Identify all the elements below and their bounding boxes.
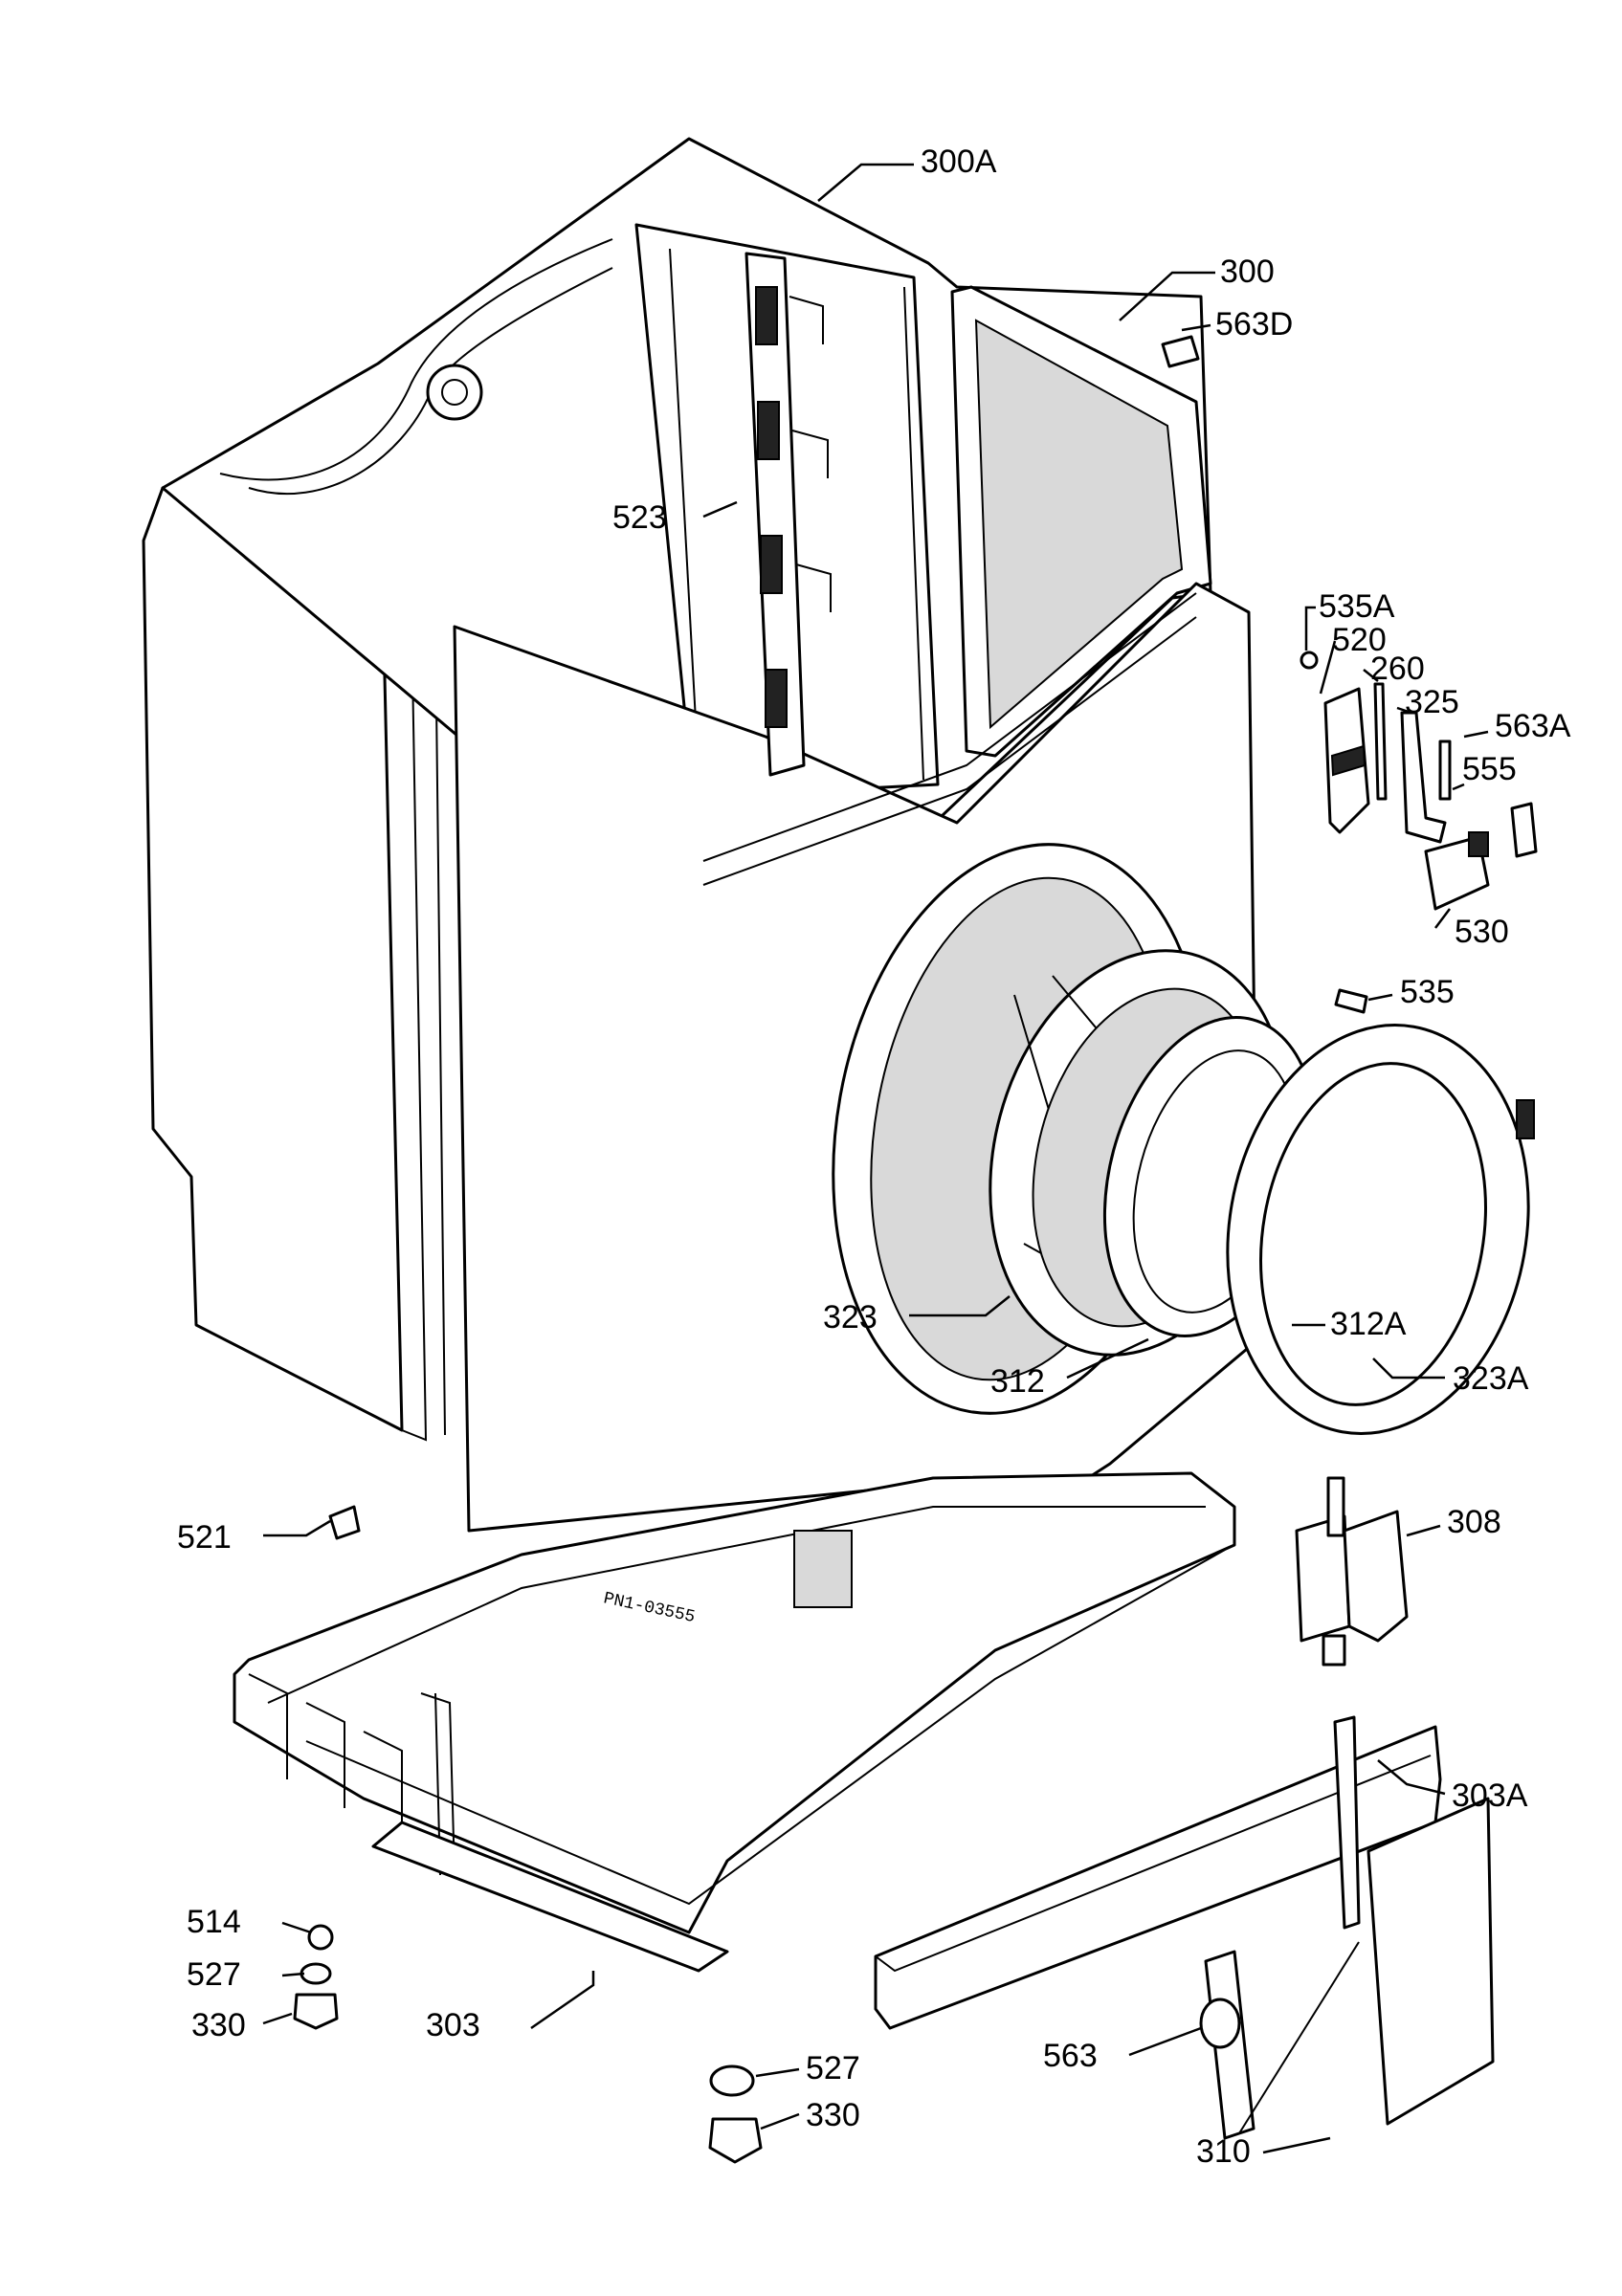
label-312A: 312A <box>1330 1306 1407 1342</box>
washer-527-right <box>709 2064 755 2097</box>
label-523: 523 <box>612 499 667 536</box>
foot-330-right <box>708 2117 763 2164</box>
label-535: 535 <box>1400 974 1455 1010</box>
label-323: 323 <box>823 1299 878 1336</box>
base-frame-303 <box>233 1471 1236 1973</box>
leader-lines <box>262 163 1489 2154</box>
label-535A: 535A <box>1319 588 1395 625</box>
label-303A: 303A <box>1452 1777 1528 1814</box>
spring-260 <box>1373 682 1388 801</box>
pin-535 <box>1334 988 1368 1014</box>
label-521: 521 <box>177 1519 232 1556</box>
screw-514 <box>307 1924 334 1951</box>
label-514: 514 <box>187 1904 241 1940</box>
label-563D: 563D <box>1215 306 1293 342</box>
label-310: 310 <box>1196 2133 1251 2170</box>
label-260: 260 <box>1370 651 1425 687</box>
label-303: 303 <box>426 2007 480 2043</box>
door-lock-parts <box>1300 651 1538 911</box>
label-325: 325 <box>1405 684 1459 720</box>
label-563: 563 <box>1043 2038 1098 2074</box>
label-300: 300 <box>1220 254 1275 290</box>
foot-assembly-right <box>708 2064 763 2164</box>
washer-527-left <box>300 1962 332 1985</box>
service-cover-310 <box>1204 1715 1495 2140</box>
screw-521 <box>328 1505 361 1540</box>
label-323A: 323A <box>1453 1360 1529 1397</box>
foot-563 <box>1199 1998 1241 2049</box>
door-ring-323A <box>1226 1024 1535 1435</box>
label-527-left: 527 <box>187 1956 241 1993</box>
lever-325 <box>1400 711 1447 844</box>
label-312: 312 <box>990 1363 1045 1400</box>
label-330-left: 330 <box>191 2007 246 2043</box>
label-555: 555 <box>1462 751 1517 787</box>
foot-330-left <box>293 1993 339 2030</box>
plug-563D <box>1161 335 1200 368</box>
label-300A: 300A <box>921 144 997 180</box>
label-527-right: 527 <box>806 2050 860 2086</box>
label-563A: 563A <box>1495 708 1571 744</box>
pin-555 <box>1438 740 1452 801</box>
kick-plate-303A <box>874 1725 1442 2030</box>
foot-assembly-left <box>293 1924 339 2030</box>
label-330-right: 330 <box>806 2097 860 2133</box>
wiring-harness-523 <box>744 252 832 777</box>
label-520: 520 <box>1332 622 1387 658</box>
label-530: 530 <box>1455 914 1509 950</box>
plate-563A <box>1510 802 1538 858</box>
label-308: 308 <box>1447 1504 1501 1540</box>
cabinet-shell-300 <box>142 137 1260 1571</box>
screw-535A <box>1300 651 1319 670</box>
part-labels: 300A 300 563D 523 535A 520 260 325 563A … <box>177 144 1571 2170</box>
hinge-bracket-308 <box>1295 1476 1409 1667</box>
